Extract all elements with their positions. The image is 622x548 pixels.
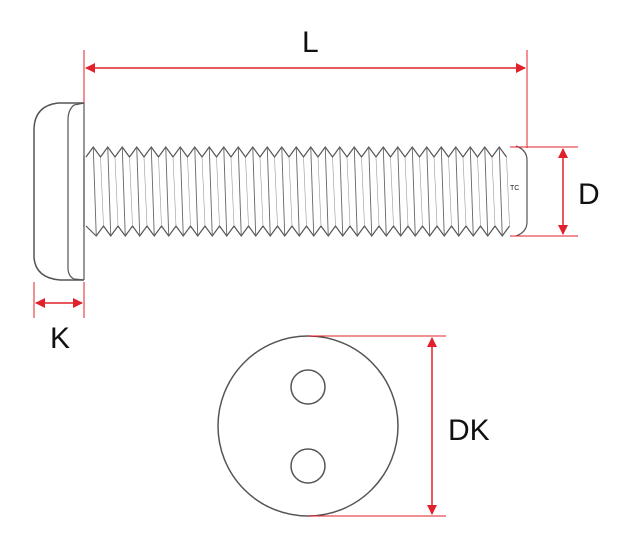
thread-root-line [375, 156, 380, 227]
thread-root-line [201, 156, 206, 227]
thread-root-line [433, 156, 438, 227]
thread-root-line [303, 156, 307, 227]
thread-root-line [477, 156, 481, 227]
length-label: L [302, 26, 319, 59]
thread-root-line [332, 156, 336, 227]
thread-crest-line [397, 146, 402, 237]
thread-crest-line [469, 146, 474, 237]
thread-crest-line [179, 146, 184, 237]
thread-root-line [172, 156, 177, 227]
screw-head-top-view [217, 335, 399, 517]
thread-crest-line [310, 146, 315, 237]
thread-root-line [390, 156, 394, 227]
thread-root-line [404, 156, 409, 227]
thread-crest-line [136, 146, 141, 237]
thread-crest-line [353, 146, 358, 237]
thread-root-line [129, 156, 133, 227]
screw-head-side [33, 102, 85, 281]
thread-root-line [346, 156, 351, 227]
head-height-label: K [50, 322, 70, 355]
thread-crest-line [440, 146, 445, 237]
dimension-length: L [83, 26, 528, 148]
head-circle [217, 335, 399, 517]
thread-crest-line [484, 146, 489, 237]
thread-root-line [230, 156, 235, 227]
bottom-thread-profile [85, 224, 510, 238]
thread-root-line [259, 156, 264, 227]
thread-root-line [114, 156, 119, 227]
thread-crest-line [324, 146, 329, 237]
thread-crest-line [223, 146, 228, 237]
thread-root-line [143, 156, 148, 227]
thread-crest-line [92, 146, 97, 237]
thread-root-line [216, 156, 220, 227]
thread-crest-line [498, 146, 503, 237]
thread-root-line [100, 156, 104, 227]
upper-hole [290, 369, 326, 405]
threaded-shank: TC [83, 145, 528, 238]
dimension-head-diameter: DK [308, 335, 490, 517]
thread-crest-line [165, 146, 170, 237]
thread-root-line [187, 156, 191, 227]
dimension-head-height: K [33, 282, 85, 355]
thread-crest-line [382, 146, 387, 237]
thread-crest-line [295, 146, 300, 237]
thread-crest-line [411, 146, 416, 237]
thread-crest-line [252, 146, 257, 237]
tip-mark-label: TC [510, 185, 519, 192]
dimension-diameter: D [510, 146, 600, 237]
thread-crest-line [266, 146, 271, 237]
thread-root-line [245, 156, 249, 227]
thread-root-line [158, 156, 162, 227]
thread-crest-line [339, 146, 344, 237]
diameter-label: D [578, 178, 600, 211]
thread-root-line [361, 156, 365, 227]
thread-crest-line [121, 146, 126, 237]
head-diameter-label: DK [448, 414, 490, 447]
thread-root-line [506, 156, 510, 227]
thread-crest-line [368, 146, 373, 237]
thread-crest-line [208, 146, 213, 237]
thread-crest-line [150, 146, 155, 237]
thread-crest-line [281, 146, 286, 237]
thread-root-line [448, 156, 452, 227]
shank-tip [515, 145, 528, 237]
thread-root-line [491, 156, 496, 227]
thread-root-line [462, 156, 467, 227]
thread-crest-line [107, 146, 112, 237]
thread-crest-line [194, 146, 199, 237]
thread-root-line [274, 156, 278, 227]
thread-crest-lines [92, 146, 510, 237]
thread-root-line [317, 156, 322, 227]
thread-root-line [288, 156, 293, 227]
thread-crest-line [237, 146, 242, 237]
thread-root-line [419, 156, 423, 227]
thread-crest-line [426, 146, 431, 237]
lower-hole [290, 448, 326, 484]
thread-crest-line [455, 146, 460, 237]
